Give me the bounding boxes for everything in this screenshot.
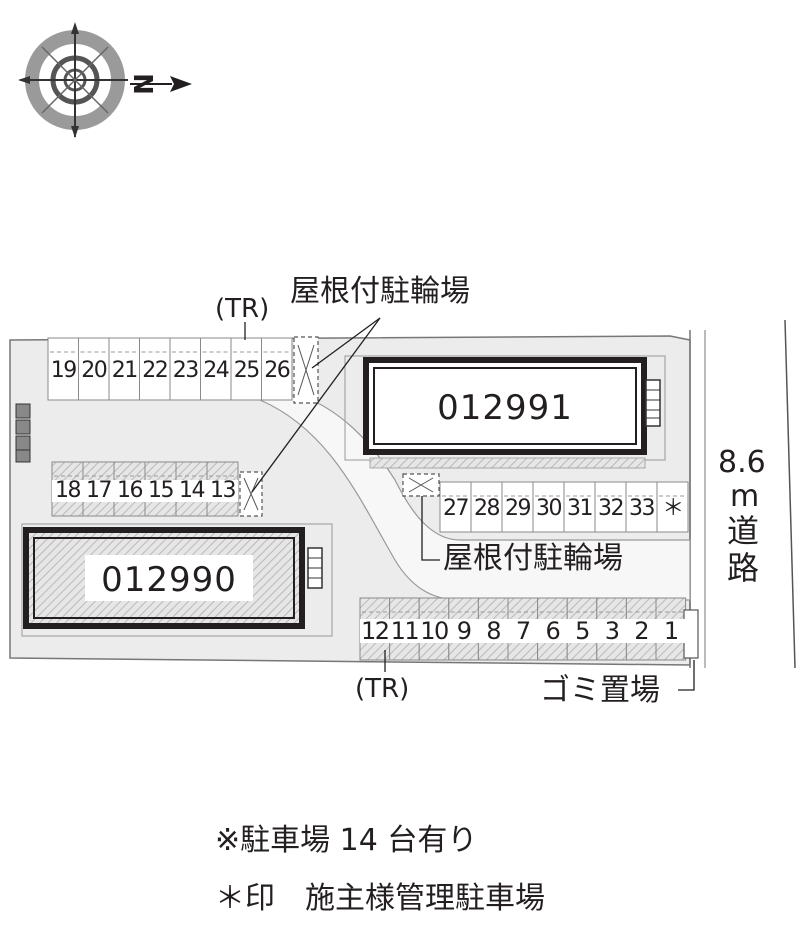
road-char-1: 道: [727, 512, 760, 550]
parking-row-right: [439, 481, 689, 533]
stall-number: 18: [52, 480, 83, 502]
meter-boxes-icon: [15, 403, 31, 463]
road-unit-label: m: [730, 479, 760, 514]
garbage-area: [683, 609, 699, 659]
parking-stall-26: [261, 337, 293, 401]
parking-row-top: [47, 337, 293, 401]
trash-rack-label-bottom: (TR): [355, 674, 410, 704]
stall-number: 30: [536, 496, 563, 521]
bike-shelter-middle-icon: [239, 471, 263, 517]
compass-rose-icon: [18, 22, 192, 138]
building-012991: [344, 355, 666, 469]
stall-number: 1: [656, 619, 686, 643]
stall-number: 31: [567, 496, 594, 521]
owner-managed-parking-note: ＊印 施主様管理駐車場: [215, 881, 545, 916]
road-width-label: 8.6: [718, 445, 766, 480]
stall-number: 7: [508, 619, 538, 643]
roof-bike-parking-label-top: 屋根付駐輪場: [290, 274, 470, 309]
bike-shelter-top-icon: [293, 336, 319, 404]
stall-number: 22: [142, 358, 168, 383]
stall-number: 10: [419, 617, 449, 645]
stall-number: 14: [176, 480, 207, 502]
parking-stall-22: [139, 337, 171, 401]
parking-count-note: ※駐車場 14 台有り: [215, 823, 478, 858]
stall-number: 25: [233, 358, 260, 383]
stall-number: 11: [389, 617, 420, 645]
parking-stall-21: [108, 337, 140, 401]
stall-number: 26: [264, 358, 290, 383]
stall-number: 13: [207, 480, 238, 502]
stall-number: 8: [478, 619, 508, 643]
stairs-icon: [307, 547, 323, 589]
stall-number: ＊: [662, 496, 684, 521]
stall-number: 6: [537, 619, 568, 643]
parking-stall-19: [47, 337, 79, 401]
stall-number: 5: [567, 619, 597, 643]
building-012990: [21, 523, 333, 637]
stall-number: 19: [50, 358, 77, 383]
stall-number: 2: [626, 619, 656, 643]
building-id-012991: 012991: [437, 388, 573, 428]
parking-stall-23: [169, 337, 201, 401]
trash-rack-label-top: (TR): [215, 294, 270, 324]
road-char-2: 路: [727, 549, 760, 587]
stall-number: 12: [360, 617, 390, 645]
parking-stall-32: [594, 481, 627, 533]
stall-number: 20: [81, 358, 107, 383]
stall-number: 29: [505, 496, 532, 521]
stall-number: 9: [448, 619, 479, 643]
stall-number: 27: [443, 496, 470, 521]
stall-number: 16: [114, 480, 145, 502]
stall-number: 15: [145, 480, 176, 502]
road-edge-line: [784, 319, 796, 669]
parking-stall-＊: [656, 481, 689, 533]
stairs-icon: [645, 379, 661, 427]
stall-number: 21: [111, 358, 138, 383]
roof-bike-parking-label-middle: 屋根付駐輪場: [443, 541, 623, 576]
stall-number: 24: [203, 358, 229, 383]
parking-stall-20: [78, 337, 110, 401]
stall-number: 23: [172, 358, 199, 383]
building-id-012990: 012990: [101, 560, 237, 600]
stall-number: 3: [596, 619, 627, 643]
garbage-area-label: ゴミ置場: [540, 673, 660, 708]
stall-number: 28: [474, 496, 501, 521]
leader-lines: [244, 317, 695, 691]
stall-number: 17: [83, 480, 114, 502]
parking-stall-33: [625, 481, 658, 533]
bike-shelter-right-icon: [402, 473, 440, 497]
parking-stall-24: [200, 337, 232, 401]
north-letter: N: [126, 73, 157, 95]
stall-number: 33: [629, 496, 656, 521]
stall-number: 32: [598, 496, 625, 521]
